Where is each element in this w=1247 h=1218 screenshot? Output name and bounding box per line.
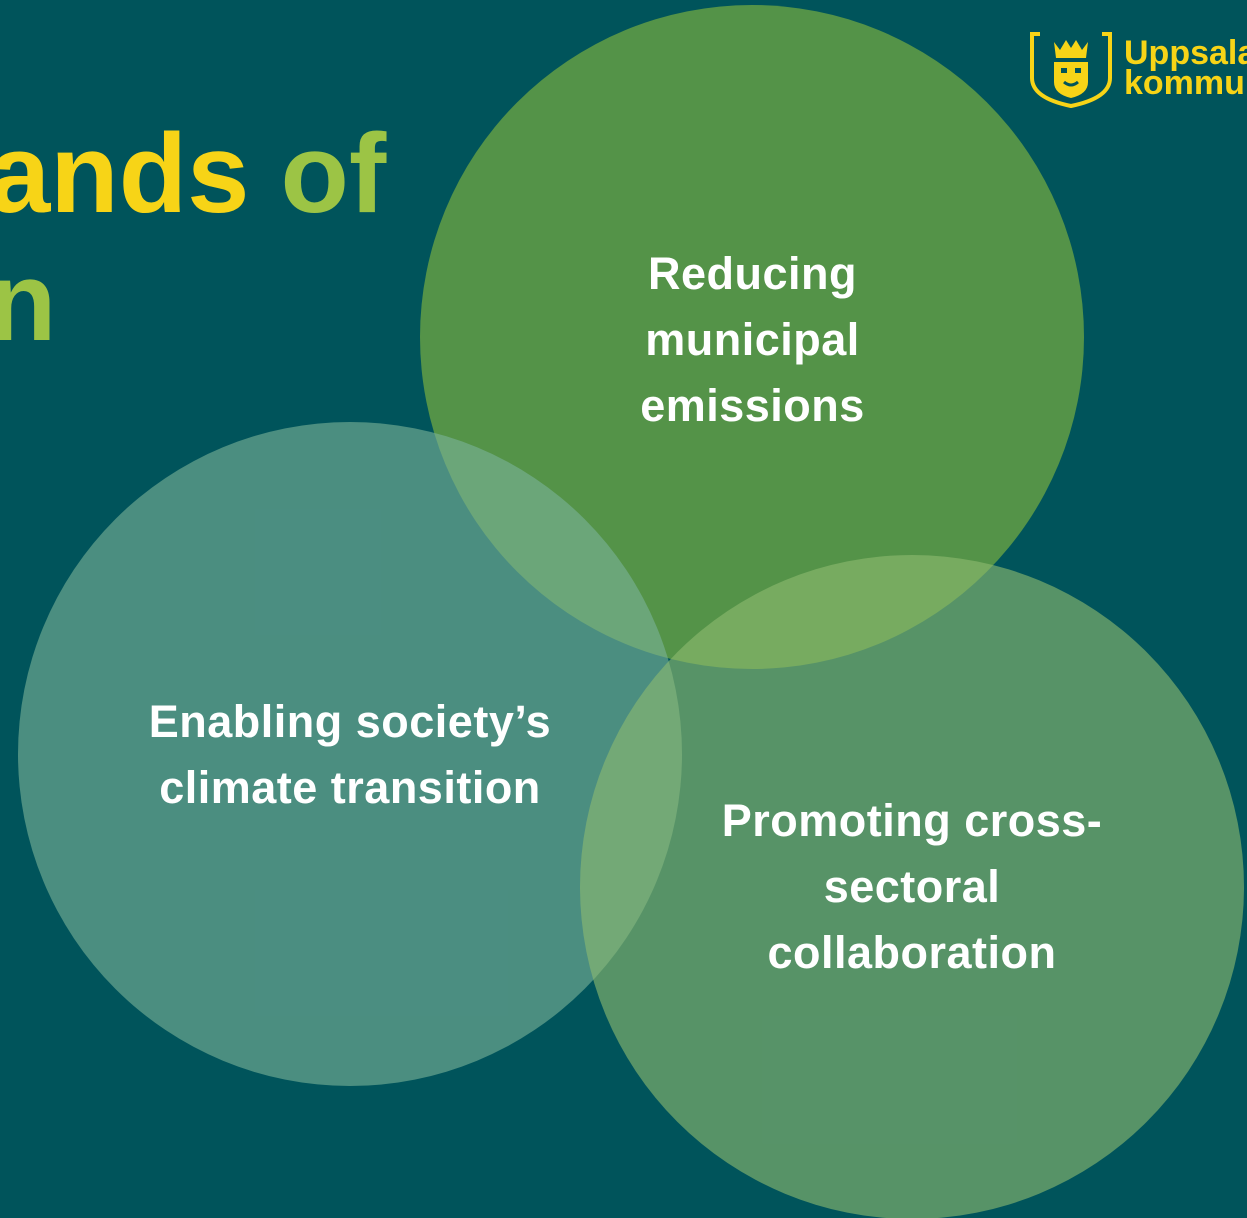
logo-wordmark: Uppsala kommun [1124, 34, 1247, 102]
slide-title: ands of n [0, 110, 386, 366]
label-reducing-emissions: Reducing municipal emissions [640, 248, 865, 431]
municipality-logo: Uppsala kommun [1026, 28, 1247, 108]
circle-promoting-collaboration [580, 555, 1244, 1218]
title-word-green: of [249, 111, 387, 236]
lion-crown-shield-icon [1030, 32, 1112, 108]
title-second-line: n [0, 239, 57, 364]
label-promoting-collaboration: Promoting cross- sectoral collaboration [721, 795, 1103, 978]
title-word-yellow: ands [0, 111, 250, 236]
circle-enabling-transition [18, 422, 682, 1086]
label-enabling-transition: Enabling society’s climate transition [148, 696, 552, 813]
